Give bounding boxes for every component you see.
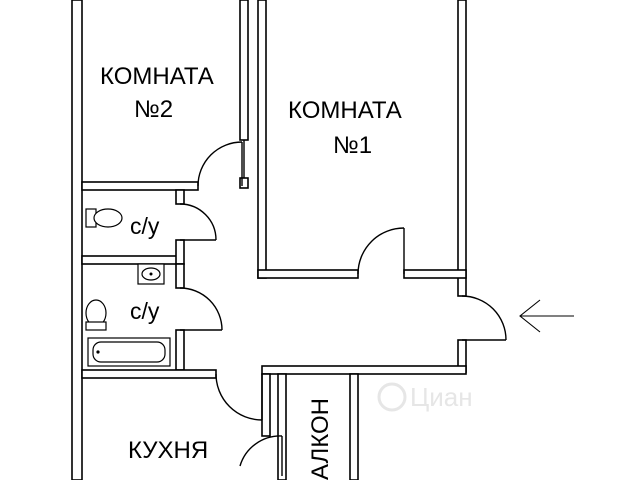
entrance-arrow-icon [519,299,574,333]
kitchen-top-wall [81,369,217,379]
room1-left-wall [257,0,267,279]
toilet-icon [85,299,107,331]
room1-right-wall [457,0,467,297]
room2-right-wall-lower [239,177,249,189]
balcony-label: АЛКОН [307,398,334,480]
room1-bottom-wall-left [257,269,359,279]
kitchen-label: КУХНЯ [128,437,208,464]
balcony-door [239,435,283,476]
bathroom-upper-right-wall-lower [175,239,185,265]
watermark: Циан [377,382,473,412]
bathroom-upper-label: с/у [130,213,160,239]
kitchen-right-wall [261,373,271,437]
room1-door [357,227,405,275]
bathroom-lower-right-wall [175,263,185,289]
room1-bottom-wall-right [403,269,467,279]
hallway-bottom-wall [261,365,467,375]
bathroom-upper-right-wall [175,189,185,205]
room2-door [197,140,245,187]
room2-label-line1: КОМНАТА [100,63,214,90]
bathtub-icon [87,337,171,367]
entrance-door [461,295,507,341]
left-outer-wall [71,0,83,480]
walls [71,0,467,480]
room1-label-line1: КОМНАТА [288,97,402,124]
room2-bottom-wall [81,181,199,191]
watermark-text: Циан [410,382,473,412]
bathroom-lower-right-wall-lower [175,329,185,371]
bathroom-lower-door [179,287,223,331]
doors [179,140,507,476]
balcony-left-wall [277,373,287,480]
room2-right-wall [239,0,249,141]
room2-label-line2: №2 [134,96,173,123]
kitchen-door [215,373,263,421]
bathroom-divider-wall [81,255,183,265]
balcony-right-wall [349,373,359,480]
toilet-icon [85,208,123,228]
bathroom-upper-door [179,203,217,241]
sink-icon [137,263,165,285]
room1-label-line2: №1 [333,132,372,159]
bathroom-lower-label: с/у [130,298,160,324]
